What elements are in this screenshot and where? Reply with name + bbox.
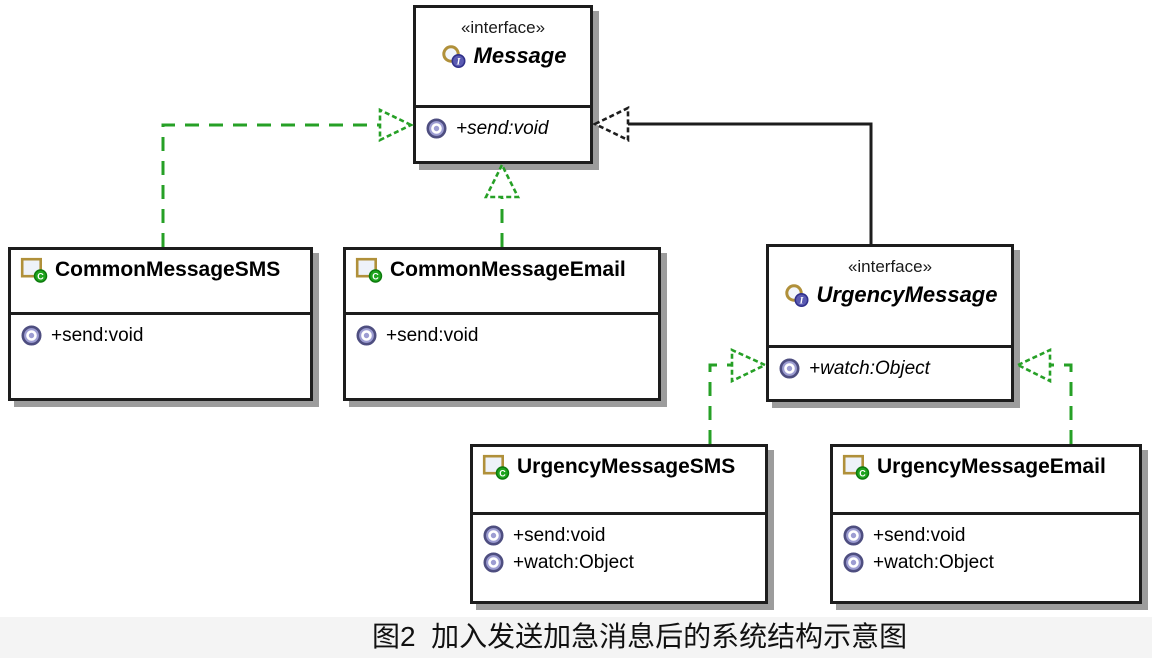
members-compartment: +send:void bbox=[416, 108, 590, 140]
member-label: +send:void bbox=[456, 117, 549, 139]
caption-strip: 图2 加入发送加急消息后的系统结构示意图 bbox=[0, 617, 1152, 658]
class-header: «interface» I UrgencyMessage bbox=[769, 247, 1011, 348]
member-row: +send:void bbox=[20, 324, 310, 347]
members-compartment: +send:void +watch:Object bbox=[833, 515, 1139, 574]
generalization-line-urgencymessage-message bbox=[628, 122, 873, 244]
class-name: CommonMessageEmail bbox=[390, 258, 626, 281]
svg-text:I: I bbox=[455, 57, 460, 67]
realization-arrowhead bbox=[483, 162, 521, 199]
generalization-arrowhead bbox=[592, 105, 630, 143]
members-compartment: +send:void bbox=[11, 315, 310, 347]
class-box-urgency-message-email: C UrgencyMessageEmail +send:void bbox=[830, 444, 1142, 604]
operation-icon bbox=[778, 357, 801, 380]
members-compartment: +send:void +watch:Object bbox=[473, 515, 765, 574]
member-label: +watch:Object bbox=[809, 357, 930, 379]
class-header: C UrgencyMessageEmail bbox=[833, 447, 1139, 515]
interface-icon: I bbox=[440, 44, 467, 69]
class-icon: C bbox=[482, 454, 510, 480]
members-compartment: +watch:Object bbox=[769, 348, 1011, 380]
operation-icon bbox=[355, 324, 378, 347]
operation-icon bbox=[482, 524, 505, 547]
operation-icon bbox=[482, 551, 505, 574]
member-row: +send:void bbox=[482, 524, 765, 547]
members-compartment: +send:void bbox=[346, 315, 658, 347]
class-box-message: «interface» I Message bbox=[413, 5, 593, 164]
stereotype-label: «interface» bbox=[460, 18, 546, 37]
interface-icon: I bbox=[783, 283, 810, 308]
member-label: +send:void bbox=[386, 324, 479, 346]
class-name: CommonMessageSMS bbox=[55, 258, 281, 281]
member-label: +watch:Object bbox=[513, 551, 634, 573]
class-name: UrgencyMessage bbox=[816, 282, 998, 307]
class-box-common-message-sms: C CommonMessageSMS +send:void bbox=[8, 247, 313, 401]
class-icon: C bbox=[20, 257, 48, 283]
svg-text:C: C bbox=[859, 468, 866, 478]
class-header: C CommonMessageEmail bbox=[346, 250, 658, 315]
member-row: +send:void bbox=[842, 524, 1139, 547]
realization-line-urgencysms-urgencymessage bbox=[708, 363, 733, 444]
class-header: «interface» I Message bbox=[416, 8, 590, 108]
figure-caption: 图2 加入发送加急消息后的系统结构示意图 bbox=[372, 621, 908, 652]
class-name: UrgencyMessageSMS bbox=[517, 455, 736, 478]
class-header: C UrgencyMessageSMS bbox=[473, 447, 765, 515]
member-row: +send:void bbox=[425, 117, 590, 140]
member-label: +watch:Object bbox=[873, 551, 994, 573]
realization-arrowhead bbox=[730, 347, 769, 384]
member-row: +send:void bbox=[355, 324, 658, 347]
member-row: +watch:Object bbox=[842, 551, 1139, 574]
operation-icon bbox=[20, 324, 43, 347]
realization-arrowhead bbox=[1015, 347, 1052, 384]
stereotype-label: «interface» bbox=[847, 257, 933, 276]
operation-icon bbox=[842, 551, 865, 574]
class-box-common-message-email: C CommonMessageEmail +send:void bbox=[343, 247, 661, 401]
svg-text:C: C bbox=[37, 271, 44, 281]
svg-text:C: C bbox=[372, 271, 379, 281]
member-label: +send:void bbox=[513, 524, 606, 546]
member-label: +send:void bbox=[51, 324, 144, 346]
class-header: C CommonMessageSMS bbox=[11, 250, 310, 315]
member-row: +watch:Object bbox=[778, 357, 1011, 380]
member-label: +send:void bbox=[873, 524, 966, 546]
class-icon: C bbox=[355, 257, 383, 283]
realization-line-commonsms-message bbox=[161, 123, 381, 247]
member-row: +watch:Object bbox=[482, 551, 765, 574]
operation-icon bbox=[842, 524, 865, 547]
svg-text:I: I bbox=[798, 296, 803, 306]
class-name: Message bbox=[473, 43, 567, 68]
operation-icon bbox=[425, 117, 448, 140]
class-box-urgency-message: «interface» I UrgencyMessage bbox=[766, 244, 1014, 402]
class-box-urgency-message-sms: C UrgencyMessageSMS +send:void bbox=[470, 444, 768, 604]
realization-line-urgencyemail-urgencymessage bbox=[1048, 363, 1073, 444]
class-name: UrgencyMessageEmail bbox=[877, 455, 1106, 478]
svg-text:C: C bbox=[499, 468, 506, 478]
realization-arrowhead bbox=[378, 107, 414, 143]
class-icon: C bbox=[842, 454, 870, 480]
